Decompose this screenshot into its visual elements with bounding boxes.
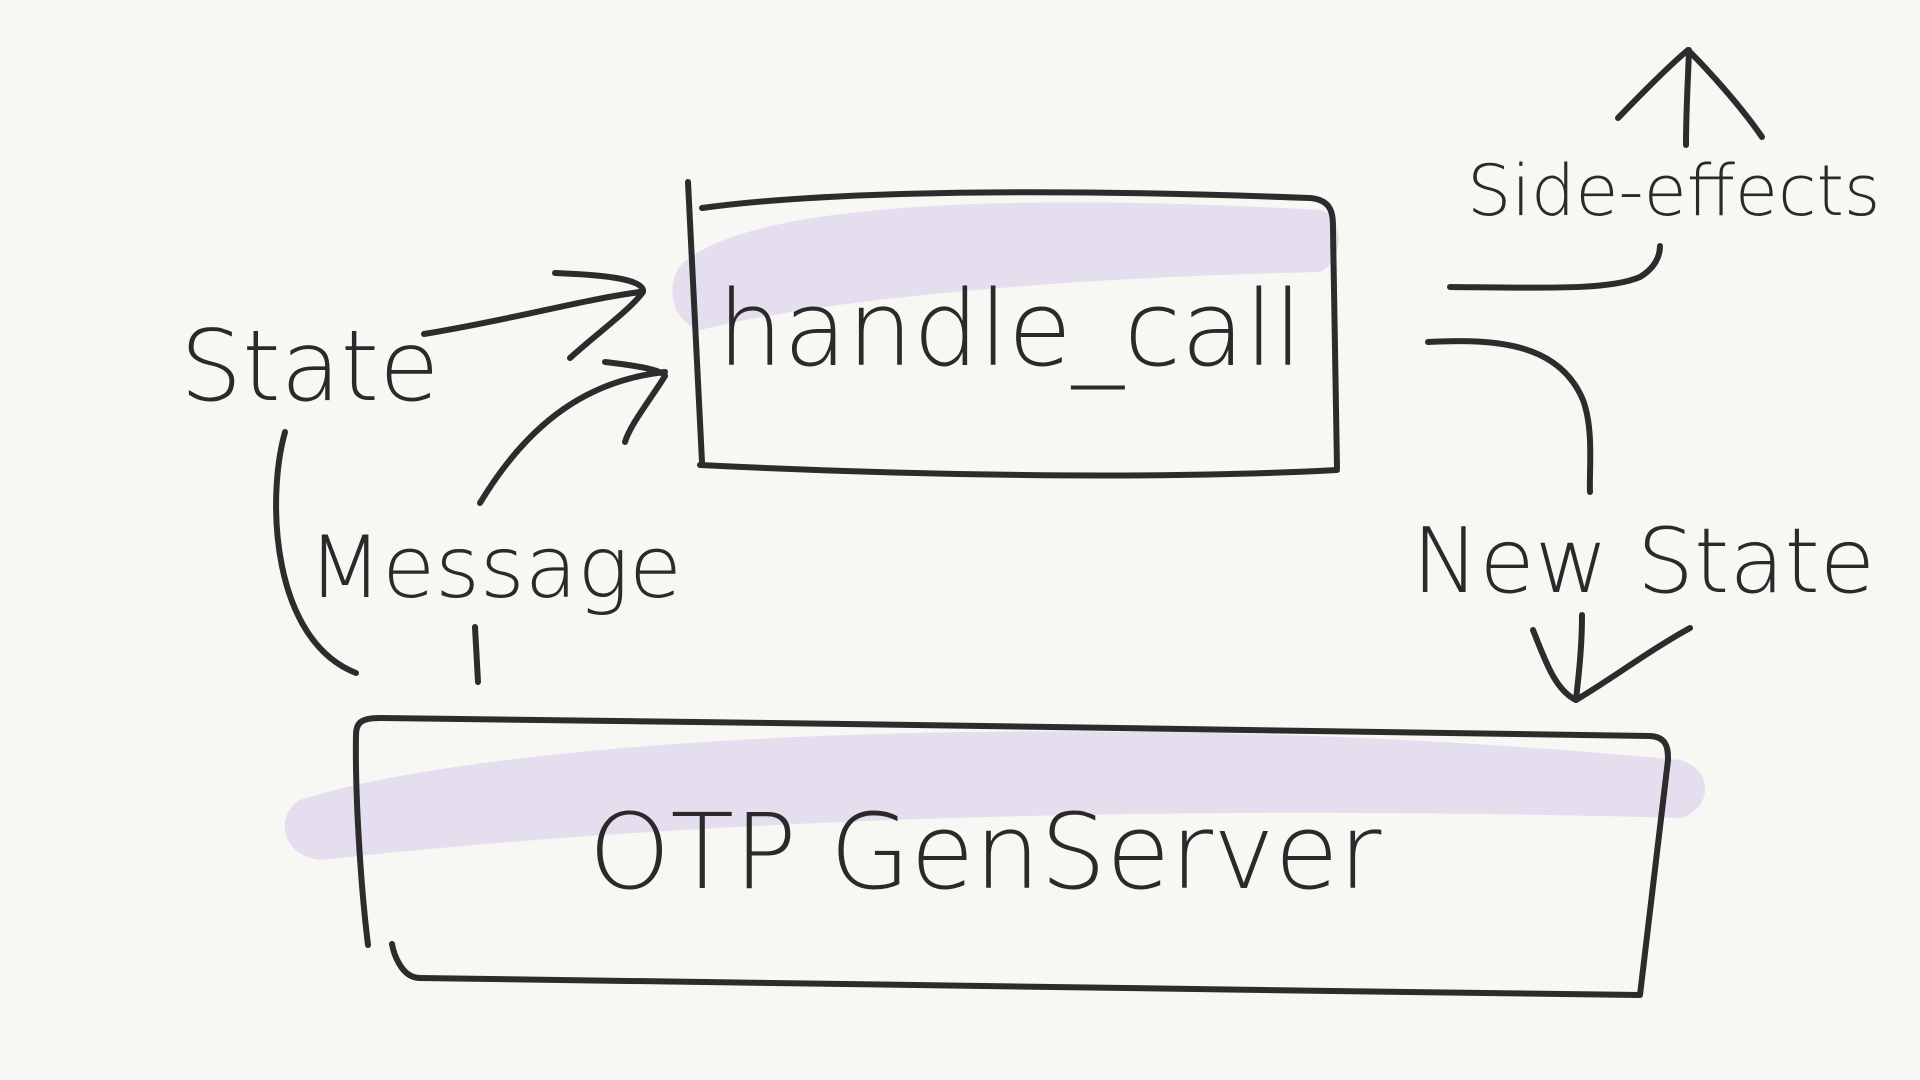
side-effects-arrow bbox=[1683, 47, 1692, 148]
state-arrowhead bbox=[552, 270, 646, 361]
handler-node: handle_call bbox=[685, 179, 1340, 479]
message-connector bbox=[472, 624, 481, 685]
side-effects-label: Side-effects bbox=[1467, 150, 1880, 232]
side-effects-edge: Side-effects bbox=[1447, 47, 1880, 291]
state-edge: State bbox=[180, 270, 646, 676]
message-label: Message bbox=[308, 518, 682, 618]
server-node: OTP GenServer bbox=[352, 715, 1671, 998]
server-highlight bbox=[284, 731, 1706, 860]
message-arrowhead bbox=[602, 359, 668, 445]
server-label: OTP GenServer bbox=[589, 791, 1382, 913]
message-arrow bbox=[477, 369, 668, 506]
state-connector bbox=[273, 429, 359, 676]
handler-label: handle_call bbox=[717, 268, 1302, 390]
new-state-connector bbox=[1425, 338, 1594, 495]
new-state-arrowhead bbox=[1530, 625, 1693, 703]
side-effects-arrowhead bbox=[1615, 47, 1765, 140]
side-effects-connector bbox=[1447, 243, 1663, 291]
handler-highlight bbox=[672, 202, 1339, 330]
new-state-arrow bbox=[1573, 612, 1585, 703]
state-label: State bbox=[180, 310, 439, 424]
message-edge: Message bbox=[308, 359, 682, 685]
server-box bbox=[352, 715, 1671, 998]
new-state-label: New State bbox=[1412, 509, 1875, 614]
new-state-edge: New State bbox=[1412, 338, 1875, 703]
handler-box bbox=[685, 179, 1340, 479]
state-arrow bbox=[421, 289, 643, 337]
